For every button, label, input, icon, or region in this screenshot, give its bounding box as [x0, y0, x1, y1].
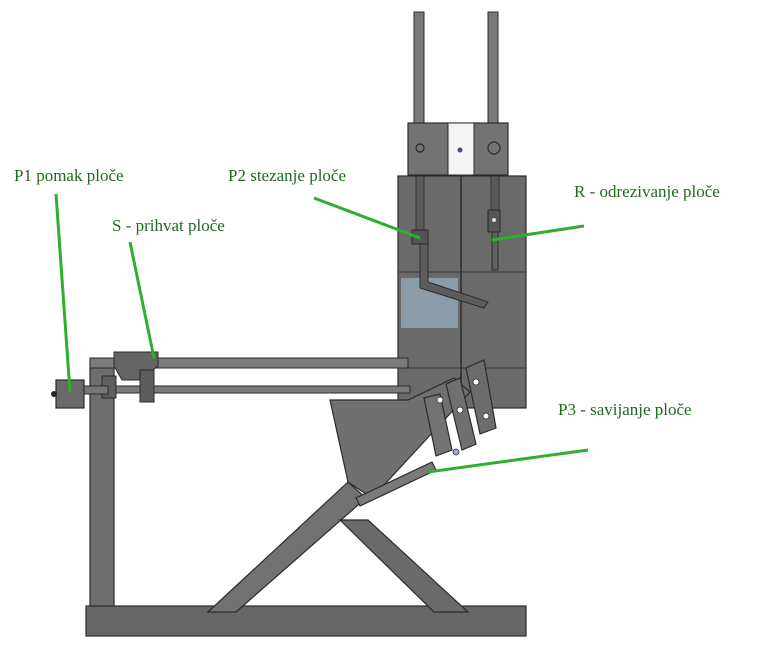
- label-s: S - prihvat ploče: [112, 216, 225, 235]
- label-p2: P2 stezanje ploče: [228, 166, 347, 185]
- leader-p3: [427, 448, 589, 474]
- guide-rods: [413, 11, 499, 125]
- plate-receiver: [101, 351, 159, 403]
- press-body: [397, 175, 527, 409]
- leader-lines: [54, 193, 589, 474]
- label-r: R - odrezivanje ploče: [574, 182, 720, 201]
- leader-p2: [313, 196, 421, 240]
- bending-linkage: [355, 359, 497, 507]
- top-head-block: [407, 122, 509, 176]
- label-p1: P1 pomak ploče: [14, 166, 124, 185]
- leader-s: [128, 241, 156, 359]
- leader-r: [491, 224, 585, 242]
- leader-p1: [54, 193, 72, 393]
- label-p3: P3 - savijanje ploče: [558, 400, 692, 419]
- frame: [85, 359, 527, 637]
- rails: [89, 357, 411, 394]
